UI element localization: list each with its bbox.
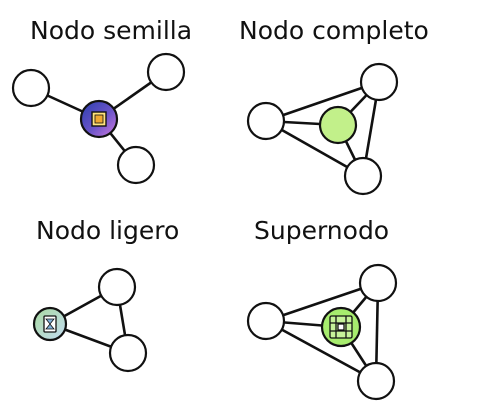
peer-node-bottom	[356, 361, 396, 401]
light-device-icon	[43, 315, 57, 333]
title-nodo-completo: Nodo completo	[239, 16, 429, 45]
panel-nodo-semilla	[11, 52, 186, 185]
peer-node-topright	[146, 52, 186, 92]
peer-node-bottom	[116, 145, 156, 185]
peer-node-top	[97, 267, 137, 307]
panel-nodo-ligero	[32, 267, 148, 373]
edge-super-left-bottom	[265, 319, 377, 383]
full-node	[318, 105, 358, 145]
title-nodo-ligero: Nodo ligero	[36, 216, 180, 245]
server-rack-icon	[329, 315, 353, 339]
edge-full-left-top	[265, 80, 380, 123]
peer-node-bottom	[343, 156, 383, 196]
peer-node-left	[246, 301, 286, 341]
peer-node-left	[246, 101, 286, 141]
edge-super-left-top	[265, 281, 379, 323]
panel-supernodo	[246, 263, 398, 401]
seed-box-icon	[91, 111, 107, 127]
panel-nodo-completo	[246, 62, 399, 196]
peer-node-top	[358, 263, 398, 303]
peer-node-bottom	[108, 333, 148, 373]
title-nodo-semilla: Nodo semilla	[30, 16, 193, 45]
peer-node-top	[359, 62, 399, 102]
peer-node-left	[11, 68, 51, 108]
title-supernodo: Supernodo	[254, 216, 390, 245]
